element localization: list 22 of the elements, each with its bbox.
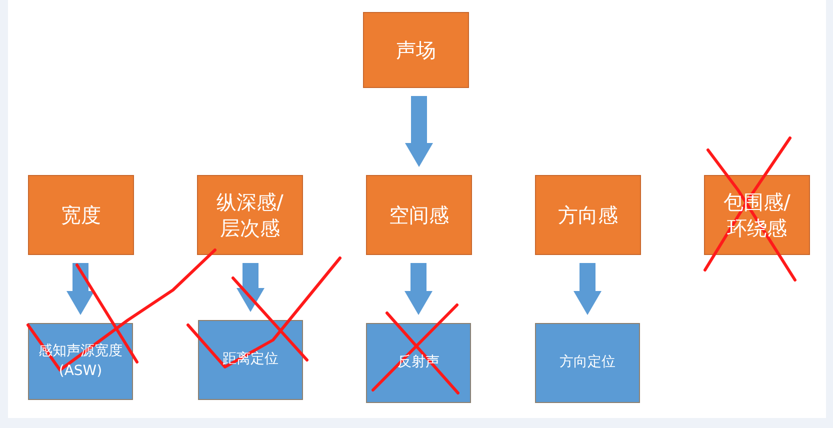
box-label: 宽度: [61, 202, 101, 228]
box-label: 声场: [396, 37, 436, 63]
box-label: 方向定位: [560, 353, 616, 372]
block-arrow: [66, 263, 94, 315]
box-label: 包围感/环绕感: [722, 189, 792, 241]
concept-box: [366, 175, 472, 255]
factor-box: [535, 323, 640, 403]
block-arrow: [574, 263, 602, 315]
block-arrow: [236, 263, 264, 312]
concept-box: [704, 175, 810, 255]
block-arrow: [404, 263, 432, 315]
box-label: 纵深感/层次感: [216, 189, 284, 241]
factor-box: [28, 323, 133, 400]
concept-box: [363, 12, 469, 88]
concept-box: [197, 175, 303, 255]
box-label: 方向感: [558, 202, 618, 228]
concept-box: [535, 175, 641, 255]
box-label: 空间感: [389, 202, 449, 228]
factor-box: [366, 323, 471, 403]
block-arrow: [405, 96, 433, 167]
concept-box: [28, 175, 134, 255]
factor-box: [198, 320, 303, 400]
